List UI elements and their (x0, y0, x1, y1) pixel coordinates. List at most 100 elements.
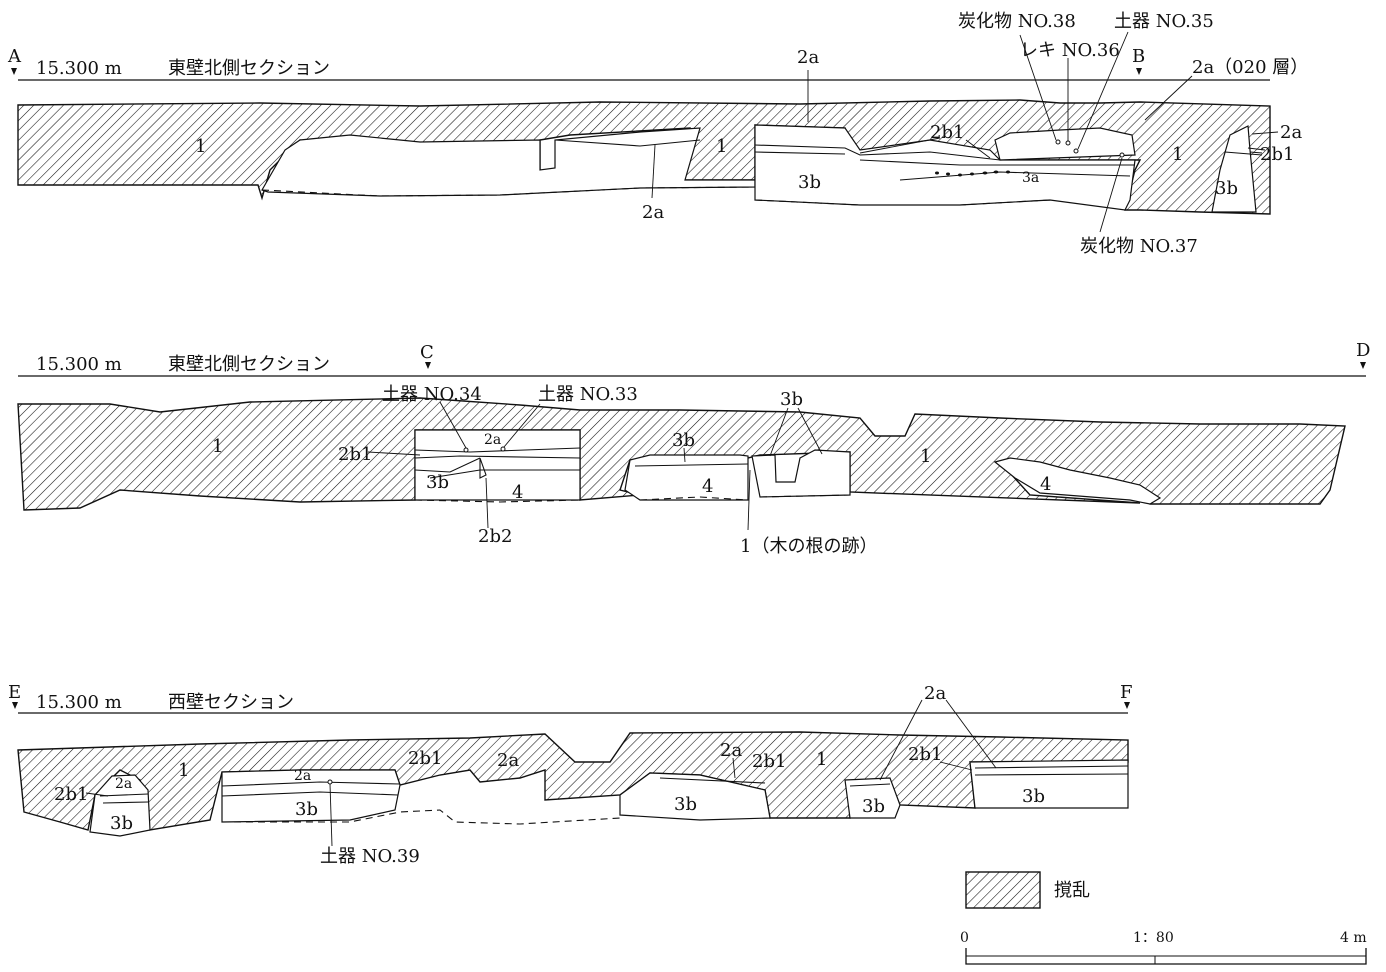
find-pottery33-point (500, 446, 506, 452)
layer-line-ef-8 (974, 773, 1129, 776)
elevation-ab: 15.300 m (36, 58, 122, 79)
leader-pottery35 (1077, 31, 1129, 150)
leader-3b-top (683, 447, 686, 463)
cut-ef-3 (619, 772, 771, 821)
cut-cd-1 (414, 429, 581, 501)
layer-ab-1: 1 (195, 136, 206, 157)
find-carbon37-point (1119, 152, 1125, 158)
layer-cd-4: 4 (512, 482, 523, 503)
leader-3b-cd-b (797, 407, 823, 455)
leader-2a-ef-d (732, 757, 736, 779)
layer-ef-2a-small: 2a (115, 776, 132, 792)
mark-a-arrow-icon (11, 68, 17, 75)
find-carbon38-label: 炭化物 NO.38 (958, 11, 1076, 32)
layer-line-ab-6 (1247, 147, 1266, 151)
leader-carbon37 (1099, 157, 1123, 233)
layer-line-ab-7 (1224, 151, 1263, 156)
leader-2a-right (1251, 131, 1279, 135)
layer-line-cd-1 (414, 447, 581, 453)
layer-ef-2a-top: 2a (924, 683, 946, 704)
layer-line-ab-1 (554, 139, 701, 147)
leader-2a-ef-a (879, 699, 923, 781)
layer-cd-1: 1 (212, 436, 223, 457)
layer-line-cd-3 (414, 457, 481, 473)
lower-boundary-ef-1 (222, 809, 621, 825)
leader-2a-020 (1144, 75, 1193, 121)
layer-ab-2a-top: 2a (797, 47, 819, 68)
layer-ab-2b1: 2b1 (930, 122, 964, 143)
mark-d: D (1356, 340, 1370, 361)
layer-ab-3a: 3a (1022, 170, 1039, 186)
find-pebble36-point (1065, 140, 1071, 146)
section-ef: E F 15.300 m 西壁セクション 2b1 2a 3b 1 2a 3b (8, 682, 1133, 867)
layer-ef-2b1-d: 2b1 (908, 744, 942, 765)
elevation-ef: 15.300 m (36, 692, 122, 713)
title-ef: 西壁セクション (168, 692, 294, 713)
legend: 撹乱 (965, 871, 1090, 909)
lower-boundary-cd-2 (639, 496, 749, 501)
layer-ef-2b1: 2b1 (54, 784, 88, 805)
layer-cd-root: 1（木の根の跡） (740, 536, 877, 557)
section-cd: C D 15.300 m 東壁北側セクション 1 2b1 2a 3b 4 (17, 340, 1370, 557)
layer-ef-2a-c: 2a (294, 768, 311, 784)
layer-ab-2b1-right: 2b1 (1260, 144, 1294, 165)
cut-ab-4 (1211, 125, 1257, 213)
layer-ef-1: 1 (178, 760, 189, 781)
lower-boundary-cd-1 (414, 499, 581, 503)
find-pottery33-label: 土器 NO.33 (538, 384, 638, 405)
cut-ef-5 (969, 759, 1129, 809)
leader-2a-bottom (651, 144, 656, 199)
find-pottery39-label: 土器 NO.39 (320, 846, 420, 867)
mark-c-arrow-icon (425, 362, 431, 369)
lower-boundary-ab-2 (754, 199, 1051, 206)
mark-c: C (420, 342, 434, 363)
leader-pottery33 (503, 403, 541, 448)
leader-2b1-right (1249, 151, 1263, 154)
mark-e: E (8, 682, 21, 703)
cut-ef-4 (844, 777, 901, 819)
lower-boundary-cd-3 (759, 494, 851, 498)
mark-f: F (1120, 682, 1133, 703)
leader-2b1 (859, 137, 941, 154)
cut-cd-2 (624, 454, 749, 501)
layer-ef-3b-b: 3b (295, 799, 318, 820)
layer-ab-3b: 3b (798, 172, 821, 193)
lens-2b2 (479, 457, 487, 479)
layer-line-ab-3 (754, 151, 846, 155)
section-ab: A B 15.300 m 東壁北側セクション (7, 11, 1308, 257)
find-carbon37-label: 炭化物 NO.37 (1080, 236, 1198, 257)
cut-cd-3 (751, 449, 851, 498)
find-pottery39-point (327, 779, 333, 785)
layer-line-ef-4 (102, 801, 149, 804)
layer-ef-3b-c: 3b (674, 794, 697, 815)
pebbles-ab (935, 170, 1010, 177)
layer-ef-3b-d: 3b (862, 796, 885, 817)
leader-2b2 (485, 477, 489, 529)
layer-ef-1-b: 1 (816, 749, 827, 770)
title-ab: 東壁北側セクション (168, 58, 330, 79)
layer-ef-3b-e: 3b (1022, 786, 1045, 807)
layer-cd-4-mid: 4 (702, 476, 713, 497)
legend-hatch-swatch (965, 871, 1041, 909)
layer-cd-3b: 3b (426, 472, 449, 493)
layer-line-cd-5 (634, 463, 749, 467)
layer-line-ef-6 (849, 783, 891, 787)
scale-bar: 0 1：80 4 m (960, 930, 1367, 965)
find-pottery34-label: 土器 NO.34 (382, 384, 482, 405)
mark-d-arrow-icon (1360, 362, 1366, 369)
layer-line-ef-7 (974, 765, 1129, 769)
leader-2b1-ef-d (939, 761, 973, 771)
leader-2b1-b (965, 139, 991, 159)
layer-ef-2a-e: 2a (720, 740, 742, 761)
layer-ab-2a-right: 2a (1280, 122, 1302, 143)
layer-line-ab-4 (859, 159, 1135, 166)
leader-pottery34 (439, 401, 467, 449)
cut-ef-1 (89, 774, 151, 837)
cut-ab-3 (994, 127, 1136, 161)
elevation-cd: 15.300 m (36, 354, 122, 375)
find-pottery34-point (463, 447, 469, 453)
layer-ef-2a-d: 2a (497, 750, 519, 771)
layer-line-ab-5 (899, 171, 1131, 181)
layer-cd-3b-mid: 3b (672, 430, 695, 451)
